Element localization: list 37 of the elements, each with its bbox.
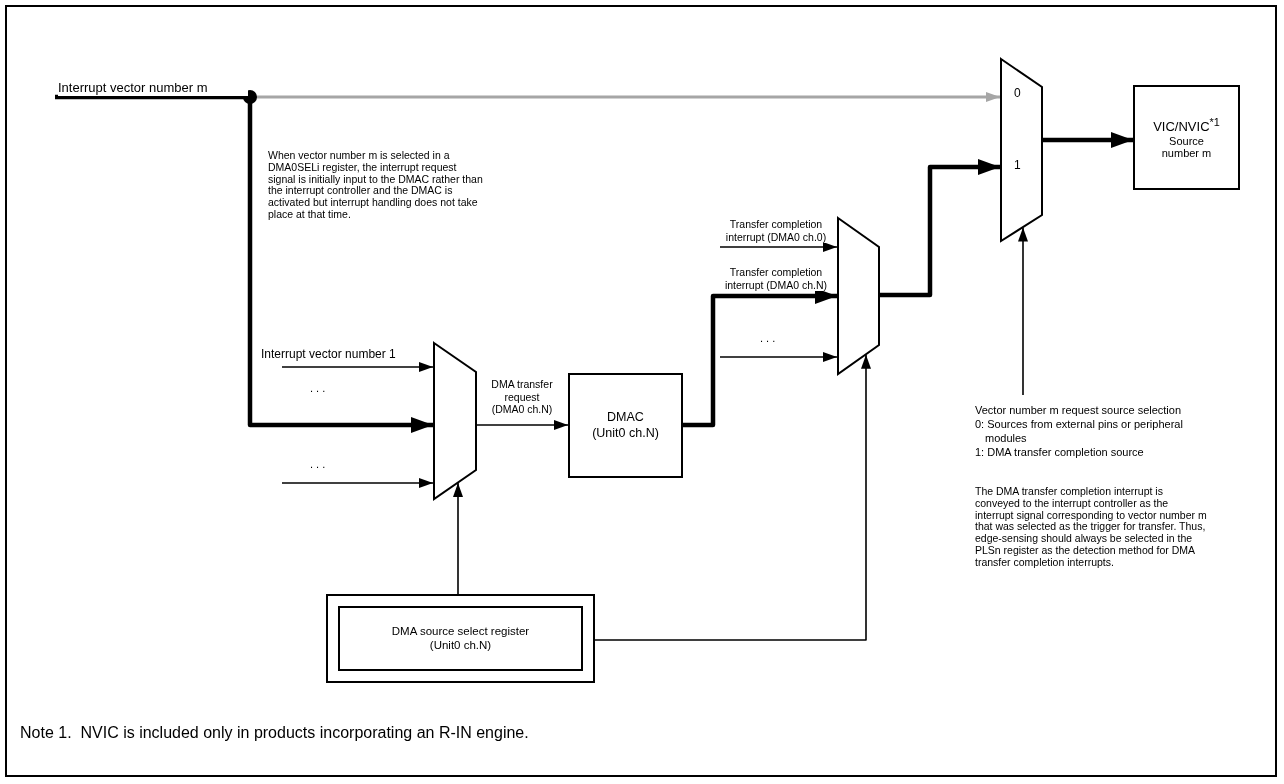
signal-arrow — [719, 242, 838, 252]
note-text: When vector number m is selected in a DMA0SELi register, the interrupt request signal is initially input to the DMAC rather than the interrupt controller and the DMAC is activated but interrupt handling does not take place at that time. — [268, 150, 484, 221]
edge-label: Interrupt vector number m — [58, 80, 248, 96]
signal-arrow — [476, 420, 569, 430]
signal-arrow — [256, 92, 1000, 102]
note-text: 1: DMA transfer completion source — [975, 446, 1145, 459]
note-text: Vector number m request source selection — [975, 404, 1183, 417]
note-text: 0: Sources from external pins or peripheral modules — [975, 418, 1184, 446]
edge-label: DMA transfer request (DMA0 ch.N) — [489, 378, 555, 416]
signal-arrow — [453, 482, 463, 595]
block-sublabel: Source number m — [1160, 134, 1213, 160]
ellipsis-mark: . . . — [310, 458, 327, 471]
footnote-text: Note 1. NVIC is included only in products incorporating an R-IN engine. — [20, 724, 529, 742]
note-text: The DMA transfer completion interrupt is conveyed to the interrupt controller as the interrupt signal corresponding to vector number m that was selected as the trigger for transfer. Thus, edge-sensing should always be selected in the PLSn register as the detection method for DMA transfer completion interrupts. — [975, 486, 1207, 569]
ellipsis-mark: . . . — [760, 332, 777, 345]
signal-arrow — [281, 362, 434, 372]
block-box — [568, 373, 683, 478]
multiplexer-shape — [1000, 58, 1043, 242]
input-number: 1 — [1014, 158, 1021, 172]
signal-arrow — [1043, 132, 1133, 148]
multiplexer-shape — [837, 217, 880, 375]
signal-arrow — [281, 478, 434, 488]
block-label: DMA source select register (Unit0 ch.N) — [390, 623, 531, 654]
multiplexer-shape — [433, 342, 477, 500]
block-box — [1133, 85, 1240, 190]
block-label: DMAC — [606, 408, 645, 426]
signal-line — [55, 94, 244, 100]
register-box — [326, 594, 595, 683]
signal-arrow — [594, 353, 871, 641]
block-sublabel: (Unit0 ch.N) — [591, 425, 660, 443]
input-number: 0 — [1014, 86, 1021, 100]
signal-arrow — [247, 103, 433, 433]
ellipsis-mark: . . . — [310, 382, 327, 395]
block-label: VIC/NVIC$^{*1}$ — [1152, 115, 1221, 135]
signal-arrow — [1018, 226, 1028, 396]
signal-arrow — [719, 352, 838, 362]
signal-arrow — [880, 159, 1000, 298]
